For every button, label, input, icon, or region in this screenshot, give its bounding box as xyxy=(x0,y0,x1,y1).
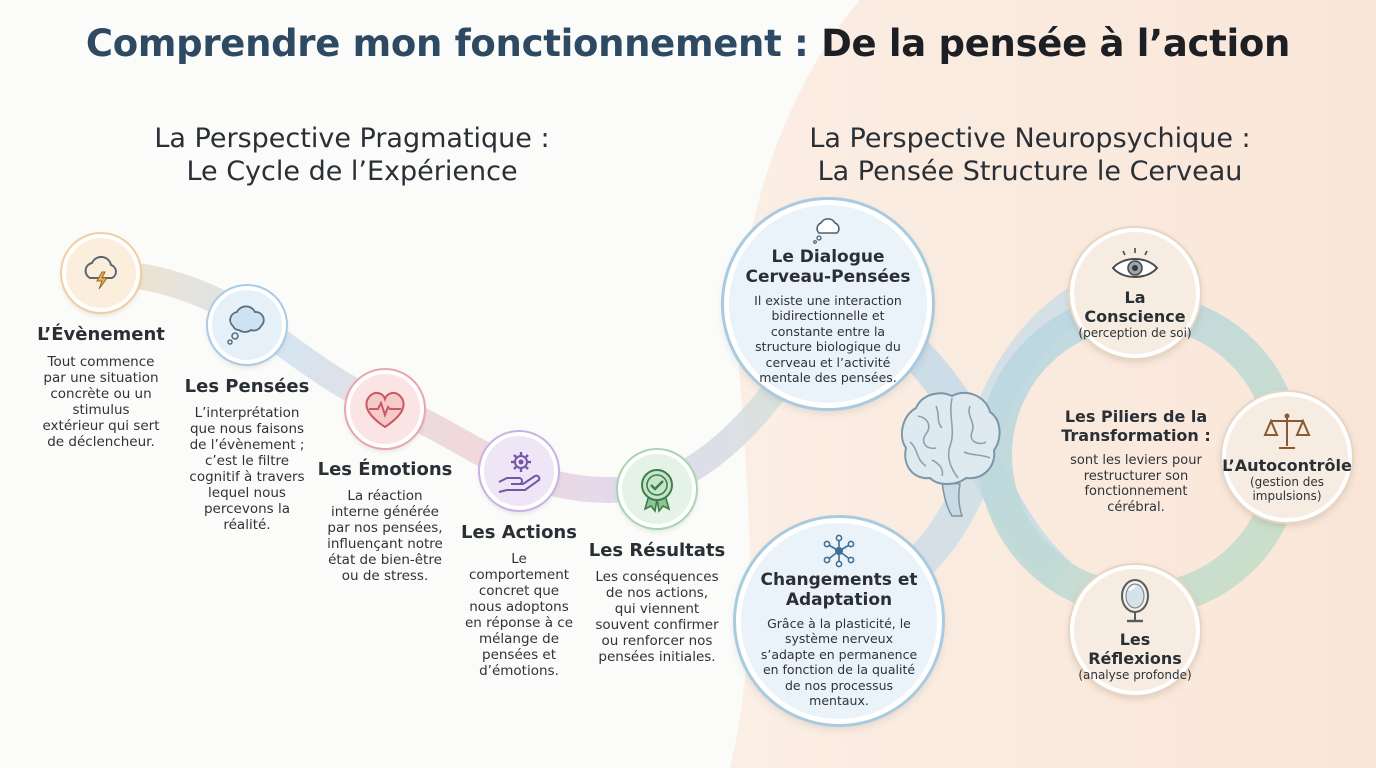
left-section-heading: La Perspective Pragmatique : Le Cycle de… xyxy=(92,122,612,188)
emotions-circle xyxy=(346,370,424,448)
changes-text: Grâce à la plasticité, le système nerveu… xyxy=(760,615,918,709)
left-heading-line-1: La Perspective Pragmatique : xyxy=(154,123,550,154)
changes-title: Changements et Adaptation xyxy=(760,569,918,610)
pillar-conscience: La Conscience (perception de soi) xyxy=(1070,228,1200,358)
event-desc: Tout commence par une situation concrète… xyxy=(42,354,160,450)
changes-circle: Changements et Adaptation Grâce à la pla… xyxy=(736,518,942,724)
badge-check-icon xyxy=(641,469,673,513)
network-icon xyxy=(823,534,855,567)
dialogue-title: Le Dialogue Cerveau-Pensées xyxy=(745,246,911,287)
pillars-center-block: Les Piliers de la Transformation : sont … xyxy=(1046,407,1226,515)
pillar-reflexions-title: Les Réflexions xyxy=(1088,630,1182,668)
thought-bubble-icon xyxy=(813,217,840,244)
page-title: Comprendre mon fonctionnement : De la pe… xyxy=(0,22,1376,65)
pillar-reflexions-sub: (analyse profonde) xyxy=(1078,668,1192,682)
thought-cloud-icon xyxy=(227,305,265,345)
pillar-autocontrole-sub: (gestion des impulsions) xyxy=(1250,474,1324,503)
eye-icon xyxy=(1111,248,1159,278)
pillar-conscience-sub: (perception de soi) xyxy=(1078,326,1192,340)
dialogue-circle: Le Dialogue Cerveau-Pensées Il existe un… xyxy=(724,200,932,408)
dialogue-text: Il existe une interaction bidirectionnel… xyxy=(754,292,902,386)
cloud-lightning-icon xyxy=(84,255,117,290)
event-circle xyxy=(62,234,140,312)
title-part-1: Comprendre mon fonctionnement : xyxy=(85,22,809,65)
left-heading-line-2: Le Cycle de l’Expérience xyxy=(186,156,518,187)
scales-icon xyxy=(1263,413,1311,449)
actions-title: Les Actions xyxy=(461,522,577,543)
pillar-conscience-title: La Conscience xyxy=(1084,288,1186,326)
pillar-autocontrole-title: L’Autocontrôle xyxy=(1222,455,1352,475)
right-heading-line-2: La Pensée Structure le Cerveau xyxy=(817,156,1243,187)
thoughts-desc: L’interprétation que nous faisons de l’é… xyxy=(189,405,305,533)
pillars-center-title: Les Piliers de la Transformation : xyxy=(1061,407,1211,445)
mirror-icon xyxy=(1121,579,1149,623)
results-title: Les Résultats xyxy=(588,540,726,561)
actions-desc: Le comportement concret que nous adopton… xyxy=(464,551,574,679)
brain-icon xyxy=(900,391,1001,517)
thoughts-title: Les Pensées xyxy=(184,376,310,397)
heart-pulse-icon xyxy=(365,391,405,429)
results-desc: Les conséquences de nos actions, qui vie… xyxy=(595,569,719,665)
pillar-reflexions: Les Réflexions (analyse profonde) xyxy=(1070,565,1200,695)
pillars-center-text: sont les leviers pour restructurer son f… xyxy=(1070,453,1202,515)
actions-circle xyxy=(480,432,558,510)
hand-gear-icon xyxy=(498,452,541,493)
emotions-desc: La réaction interne générée par nos pens… xyxy=(327,488,443,584)
title-part-2: De la pensée à l’action xyxy=(821,22,1291,65)
emotions-title: Les Émotions xyxy=(317,459,453,480)
event-title: L’Évènement xyxy=(37,324,165,345)
right-section-heading: La Perspective Neuropsychique : La Pensé… xyxy=(770,122,1290,188)
pillar-autocontrole: L’Autocontrôle (gestion des impulsions) xyxy=(1222,392,1352,522)
right-heading-line-1: La Perspective Neuropsychique : xyxy=(809,123,1251,154)
thoughts-circle xyxy=(208,286,286,364)
results-circle xyxy=(618,450,696,528)
